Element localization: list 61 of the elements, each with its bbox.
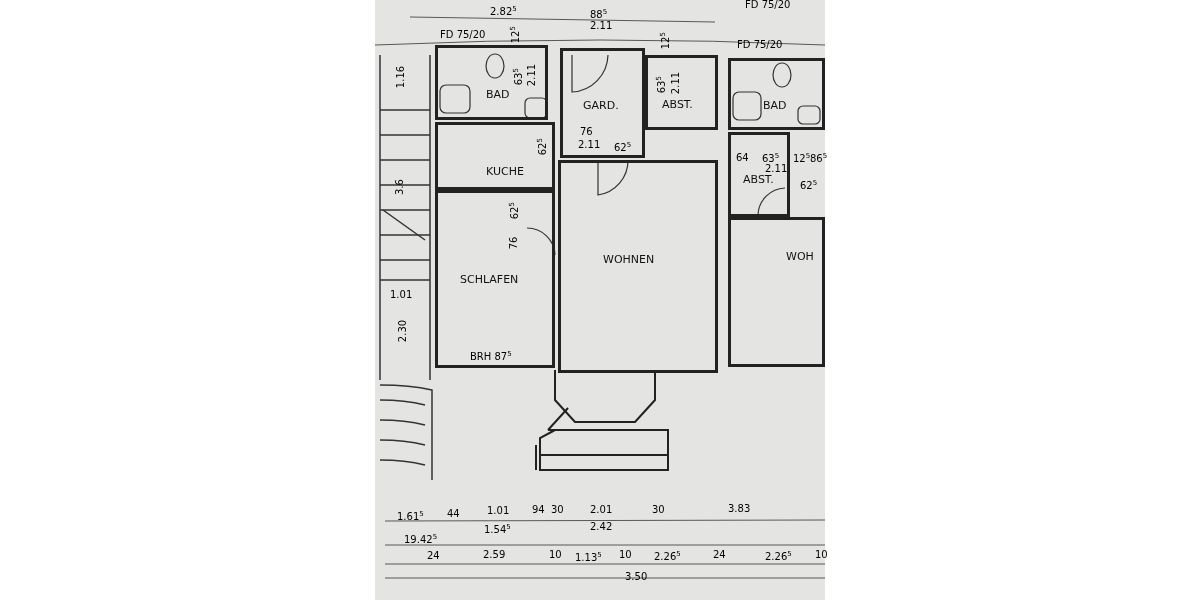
dimension-text: 2.26$^{5}$ [765, 549, 792, 563]
room-outline [435, 190, 555, 368]
dimension-text: 10 [549, 550, 562, 560]
dimension-text: 76 [509, 236, 520, 250]
room-outline [435, 122, 555, 190]
room-name: ABST. [662, 98, 693, 111]
dimension-text: 30 [551, 505, 564, 515]
dimension-text: 2.26$^{5}$ [654, 549, 681, 563]
dimension-text: 19.42$^{5}$ [404, 532, 438, 546]
dimension-text: 3.50 [625, 572, 648, 582]
dimension-text: 2.01 [590, 505, 613, 515]
dimension-text: 2.11 [765, 164, 788, 174]
room-outline [560, 48, 645, 158]
dimension-text: 62$^{5}$ [614, 140, 632, 154]
dimension-text: FD 75/20 [745, 0, 791, 10]
room-outline [558, 160, 718, 373]
room-name: SCHLAFEN [460, 273, 519, 286]
dimension-text: 86$^{5}$ [810, 151, 828, 165]
dimension-text: 1.61$^{5}$ [397, 509, 424, 523]
room-outline [645, 55, 718, 130]
dimension-text: 10 [619, 550, 632, 560]
room-name: GARD. [583, 99, 619, 112]
room-name: KUCHE [486, 165, 524, 178]
dimension-text: 2.42 [590, 522, 613, 532]
dimension-text: 1.54$^{5}$ [484, 522, 511, 536]
dimension-text: 30 [652, 505, 665, 515]
dimension-text: 44 [447, 509, 460, 519]
room-name: WOH [786, 250, 814, 263]
dimension-text: 12$^{5}$ [793, 151, 811, 165]
dimension-text: 62$^{5}$ [800, 178, 818, 192]
room-name: ABST. [743, 173, 774, 186]
dimension-text: 2.59 [483, 550, 506, 560]
room-outline [728, 217, 825, 367]
dimension-text: 1.13$^{5}$ [575, 550, 602, 564]
dimension-text: 64 [736, 153, 749, 163]
dimension-text: 24 [713, 550, 726, 560]
dimension-text: 1.16 [396, 65, 407, 89]
dimension-text: 88$^{5}$ [590, 7, 608, 21]
dimension-text: 2.11 [671, 71, 682, 95]
dimension-text: 2.11 [527, 63, 538, 87]
dimension-text: 63$^{5}$ [762, 151, 780, 165]
dimension-text: 94 [532, 505, 545, 515]
dimension-text: 2.11 [590, 21, 613, 31]
dimension-text: 2.30 [398, 319, 409, 343]
dimension-text: FD 75/20 [737, 40, 783, 50]
dimension-text: BRH 87$^{5}$ [470, 349, 512, 363]
dimension-text: 76 [580, 127, 593, 137]
dimension-text: 1.01 [390, 290, 413, 300]
dimension-text: 2.82$^{5}$ [490, 4, 517, 18]
dimension-text: 2.11 [578, 140, 601, 150]
room-outline [728, 58, 825, 130]
dimension-text: 1.01 [487, 506, 510, 516]
dimension-text: 3.83 [728, 504, 751, 514]
room-outline [435, 45, 548, 120]
room-outline [728, 132, 790, 217]
dimension-text: 3.6 [394, 179, 405, 195]
room-name: WOHNEN [603, 253, 655, 266]
room-name: BAD [486, 88, 510, 101]
room-name: BAD [763, 99, 787, 112]
dimension-text: 24 [427, 551, 440, 561]
dimension-text: 10 [815, 550, 828, 560]
